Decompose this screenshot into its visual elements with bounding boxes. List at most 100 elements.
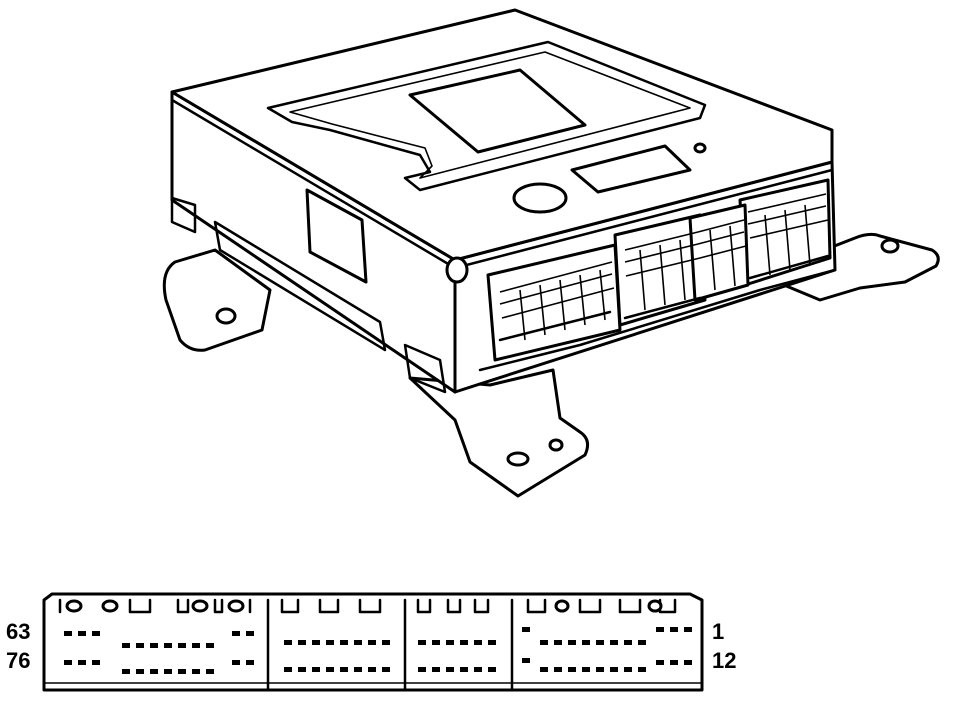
- top-screw: [693, 142, 707, 154]
- pin-pad: [474, 667, 482, 672]
- top-recess-outline: [266, 40, 707, 192]
- pin-pad: [596, 640, 604, 645]
- pin-pad: [582, 640, 590, 645]
- pin-pad: [178, 669, 186, 674]
- side-label: [305, 188, 368, 284]
- connector-pins: [498, 193, 830, 342]
- front-bracket-hole: [506, 451, 530, 467]
- pin-pad: [522, 658, 530, 663]
- pin-pad: [474, 640, 482, 645]
- pinout-pins: [64, 627, 692, 674]
- pin-label-76: 76: [6, 648, 31, 673]
- pin-pad: [638, 667, 646, 672]
- pin-pad: [610, 640, 618, 645]
- pin-pad: [284, 667, 292, 672]
- pin-pad: [382, 640, 390, 645]
- pin-pad: [340, 667, 348, 672]
- pin-pad: [232, 660, 240, 665]
- pin-pad: [624, 640, 632, 645]
- pin-pad: [136, 669, 144, 674]
- pin-pad: [192, 669, 200, 674]
- pin-pad: [192, 643, 200, 648]
- left-bracket-hole: [215, 307, 237, 325]
- pin-pad: [164, 669, 172, 674]
- pin-pad: [656, 660, 664, 665]
- pin-pad: [64, 631, 72, 636]
- pin-pad: [298, 640, 306, 645]
- pin-pad: [610, 667, 618, 672]
- pin-pad: [540, 667, 548, 672]
- pin-pad: [460, 640, 468, 645]
- pin-pad: [78, 631, 86, 636]
- pin-pad: [368, 640, 376, 645]
- pin-pad: [298, 667, 306, 672]
- pin-pad: [554, 667, 562, 672]
- front-bracket-hole-2: [548, 438, 564, 452]
- pin-pad: [670, 627, 678, 632]
- pin-pad: [596, 667, 604, 672]
- pin-pad: [326, 667, 334, 672]
- pin-pad: [368, 667, 376, 672]
- pin-pad: [568, 640, 576, 645]
- pin-pad: [150, 669, 158, 674]
- pin-pad: [684, 627, 692, 632]
- pin-pad: [246, 660, 254, 665]
- top-small-label: [570, 144, 692, 194]
- pin-pad: [354, 640, 362, 645]
- left-bracket: [162, 248, 272, 352]
- pin-pad: [488, 667, 496, 672]
- pin-pad: [78, 660, 86, 665]
- pin-label-12: 12: [712, 648, 737, 673]
- pinout-outline: [42, 592, 704, 692]
- pin-pad: [418, 667, 426, 672]
- pin-pad: [246, 631, 254, 636]
- pin-pad: [312, 640, 320, 645]
- pin-pad: [136, 643, 144, 648]
- pin-pad: [432, 640, 440, 645]
- pin-pad: [460, 667, 468, 672]
- pin-pad: [554, 640, 562, 645]
- pin-pad: [164, 643, 172, 648]
- pin-pad: [488, 640, 496, 645]
- connector-block-middle: [613, 213, 707, 327]
- pin-pad: [638, 640, 646, 645]
- pinout-keys: [65, 599, 663, 613]
- pin-label-63: 63: [6, 619, 31, 644]
- pin-pad: [206, 669, 214, 674]
- pin-pad: [206, 643, 214, 648]
- pin-pad: [64, 660, 72, 665]
- pin-pad: [232, 631, 240, 636]
- pin-pad: [122, 643, 130, 648]
- pin-pad: [382, 667, 390, 672]
- pin-label-1: 1: [712, 619, 725, 644]
- top-label-plate: [408, 68, 587, 154]
- pin-pad: [92, 631, 100, 636]
- pin-pad: [92, 660, 100, 665]
- pin-pad: [432, 667, 440, 672]
- pin-pad: [568, 667, 576, 672]
- pin-pad: [122, 669, 130, 674]
- pin-pad: [354, 667, 362, 672]
- pin-pad: [340, 640, 348, 645]
- top-vent-hole: [512, 182, 568, 214]
- pin-pad: [582, 667, 590, 672]
- pin-pad: [522, 627, 530, 632]
- right-bracket-hole: [880, 238, 900, 254]
- pin-pad: [150, 643, 158, 648]
- pin-pad: [446, 667, 454, 672]
- pin-pad: [284, 640, 292, 645]
- corner-rivet: [445, 256, 469, 284]
- front-bracket: [408, 368, 590, 498]
- pin-pad: [418, 640, 426, 645]
- pin-pad: [326, 640, 334, 645]
- pin-pad: [540, 640, 548, 645]
- pin-pad: [178, 643, 186, 648]
- ecu-module-illustration: [162, 8, 940, 498]
- pin-pad: [670, 660, 678, 665]
- connector-block-left: [486, 243, 622, 362]
- pin-pad: [684, 660, 692, 665]
- pin-pad: [624, 667, 632, 672]
- pin-pad: [312, 667, 320, 672]
- top-recess-inner: [289, 51, 691, 179]
